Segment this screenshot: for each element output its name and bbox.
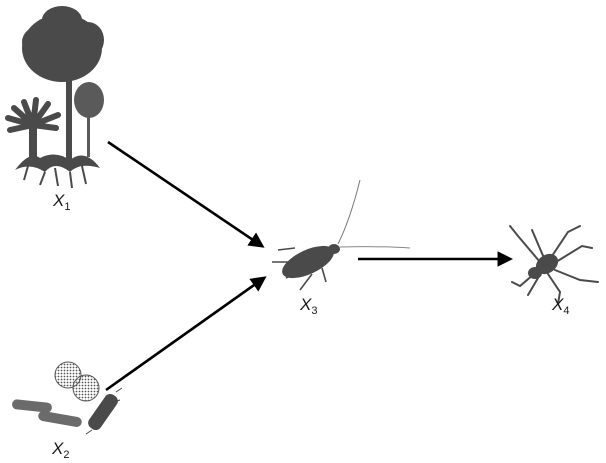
node-label-x3: X3 [300,296,317,317]
x2-var: X [52,439,63,458]
node-label-x4: X4 [552,296,569,317]
spider-icon [510,226,598,304]
x1-subscript: 1 [64,201,70,213]
cockroach-icon [272,180,410,290]
node-label-x1: X1 [53,192,70,213]
forest-trees-icon [8,6,104,188]
node-label-x2: X2 [52,440,69,461]
edge-x2-x3-arrow [106,278,264,390]
edge-x1-x3-arrow [108,142,262,246]
microbes-icon [12,362,122,434]
x2-subscript: 2 [63,449,69,461]
x4-subscript: 4 [563,305,569,317]
x4-var: X [552,295,563,314]
x1-var: X [53,191,64,210]
x3-subscript: 3 [311,305,317,317]
x3-var: X [300,295,311,314]
